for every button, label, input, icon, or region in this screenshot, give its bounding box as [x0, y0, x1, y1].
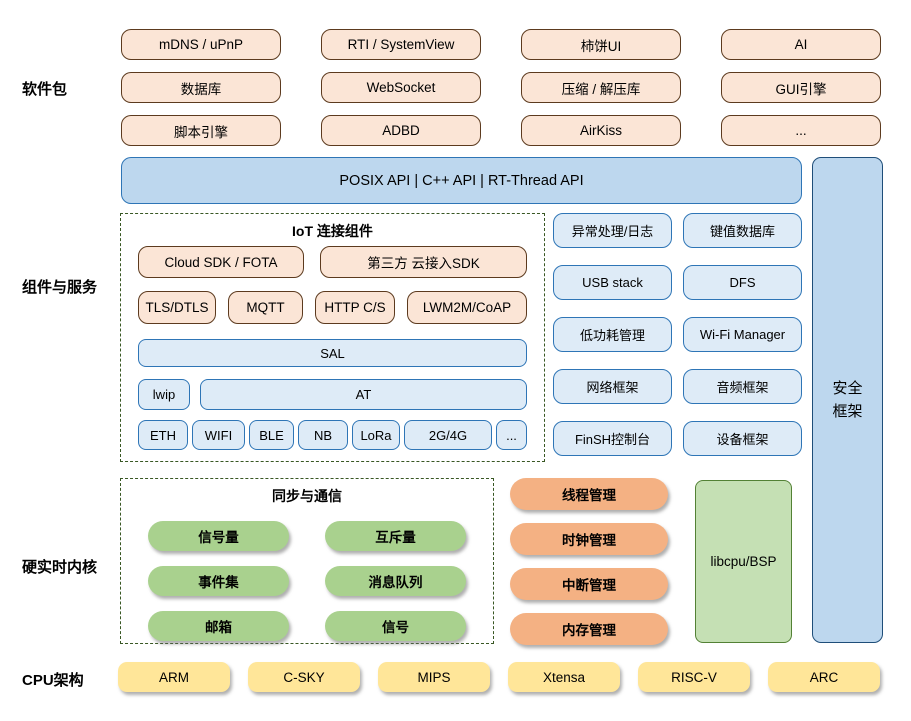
- sync-ipc-title: 同步与通信: [272, 488, 342, 504]
- cpu-arch-box: MIPS: [378, 662, 490, 692]
- service-box: FinSH控制台: [553, 421, 672, 456]
- service-box: 低功耗管理: [553, 317, 672, 352]
- iot-protocol-box: MQTT: [228, 291, 303, 324]
- software-packages-grid: mDNS / uPnP RTI / SystemView 柿饼UI AI 数据库 WebS…: [121, 29, 882, 146]
- package-box: 柿饼UI: [521, 29, 681, 60]
- kernel-management-box: 内存管理: [510, 613, 668, 645]
- link-layer-box: BLE: [249, 420, 294, 450]
- network-stack-box: lwip: [138, 379, 190, 410]
- iot-sdk-box: 第三方 云接入SDK: [320, 246, 527, 278]
- kernel-management-box: 线程管理: [510, 478, 668, 510]
- rail-label-hard-realtime-kernel: 硬实时内核: [22, 559, 98, 576]
- service-box: USB stack: [553, 265, 672, 300]
- sync-ipc-grid: 信号量 互斥量事件集 消息队列邮箱 信号: [148, 521, 466, 641]
- package-box: mDNS / uPnP: [121, 29, 281, 60]
- cpu-arch-box: C-SKY: [248, 662, 360, 692]
- link-layer-box: WIFI: [192, 420, 245, 450]
- package-box: GUI引擎: [721, 72, 881, 103]
- ipc-primitive-box: 互斥量: [325, 521, 466, 551]
- service-box: Wi-Fi Manager: [683, 317, 802, 352]
- iot-connectivity-box: IoT 连接组件 Cloud SDK / FOTA 第三方 云接入SDK TLS/…: [120, 213, 545, 462]
- iot-sdk-box: Cloud SDK / FOTA: [138, 246, 304, 278]
- cpu-arch-box: RISC-V: [638, 662, 750, 692]
- link-layer-box: NB: [298, 420, 348, 450]
- sal-box: SAL: [138, 339, 527, 367]
- iot-sal-row: SAL: [138, 339, 527, 367]
- package-box: AirKiss: [521, 115, 681, 146]
- package-box: 脚本引擎: [121, 115, 281, 146]
- cpu-arch-box: ARC: [768, 662, 880, 692]
- link-layer-box: 2G/4G: [404, 420, 492, 450]
- iot-protocol-box: TLS/DTLS: [138, 291, 216, 324]
- security-framework-label: 安全框架: [832, 379, 863, 420]
- service-box: 键值数据库: [683, 213, 802, 248]
- rail-label-software-packages: 软件包: [22, 81, 68, 98]
- network-stack-box: AT: [200, 379, 527, 410]
- cpu-arch-box: Xtensa: [508, 662, 620, 692]
- security-framework-box: 安全框架: [812, 157, 883, 643]
- cpu-architecture-row: ARM C-SKY MIPS Xtensa RISC-V ARC: [118, 662, 880, 692]
- link-layer-box: ETH: [138, 420, 188, 450]
- libcpu-bsp-box: libcpu/BSP: [695, 480, 792, 643]
- services-grid: 异常处理/日志键值数据库 USB stack DFS 低功耗管理 Wi-Fi Manag…: [553, 213, 802, 456]
- iot-protocol-box: LWM2M/CoAP: [407, 291, 527, 324]
- ipc-primitive-box: 事件集: [148, 566, 289, 596]
- service-box: 异常处理/日志: [553, 213, 672, 248]
- kernel-management-column: 线程管理时钟管理中断管理内存管理: [510, 478, 668, 645]
- ipc-primitive-box: 信号: [325, 611, 466, 641]
- package-box: ADBD: [321, 115, 481, 146]
- iot-protocol-row: TLS/DTLS MQTT HTTP C/S LWM2M/CoAP: [138, 291, 527, 324]
- package-box: AI: [721, 29, 881, 60]
- cpu-arch-box: ARM: [118, 662, 230, 692]
- kernel-management-box: 时钟管理: [510, 523, 668, 555]
- service-box: 音频框架: [683, 369, 802, 404]
- package-box: WebSocket: [321, 72, 481, 103]
- package-box: 数据库: [121, 72, 281, 103]
- link-layer-box: LoRa: [352, 420, 400, 450]
- service-box: 设备框架: [683, 421, 802, 456]
- package-box: 压缩 / 解压库: [521, 72, 681, 103]
- rail-label-components-services: 组件与服务: [22, 279, 98, 296]
- package-box: ...: [721, 115, 881, 146]
- ipc-primitive-box: 邮箱: [148, 611, 289, 641]
- iot-connectivity-title: IoT 连接组件: [292, 223, 373, 239]
- ipc-primitive-box: 消息队列: [325, 566, 466, 596]
- rail-label-cpu-architecture: CPU架构: [22, 672, 84, 689]
- sync-ipc-box: 同步与通信 信号量 互斥量事件集 消息队列邮箱 信号: [120, 478, 494, 644]
- iot-sdk-row: Cloud SDK / FOTA 第三方 云接入SDK: [138, 246, 527, 278]
- kernel-management-box: 中断管理: [510, 568, 668, 600]
- package-box: RTI / SystemView: [321, 29, 481, 60]
- link-layer-box: ...: [496, 420, 527, 450]
- service-box: 网络框架: [553, 369, 672, 404]
- api-layer-bar: POSIX API | C++ API | RT-Thread API: [121, 157, 802, 204]
- service-box: DFS: [683, 265, 802, 300]
- iot-protocol-box: HTTP C/S: [315, 291, 395, 324]
- iot-stack-row: lwip AT: [138, 379, 527, 410]
- ipc-primitive-box: 信号量: [148, 521, 289, 551]
